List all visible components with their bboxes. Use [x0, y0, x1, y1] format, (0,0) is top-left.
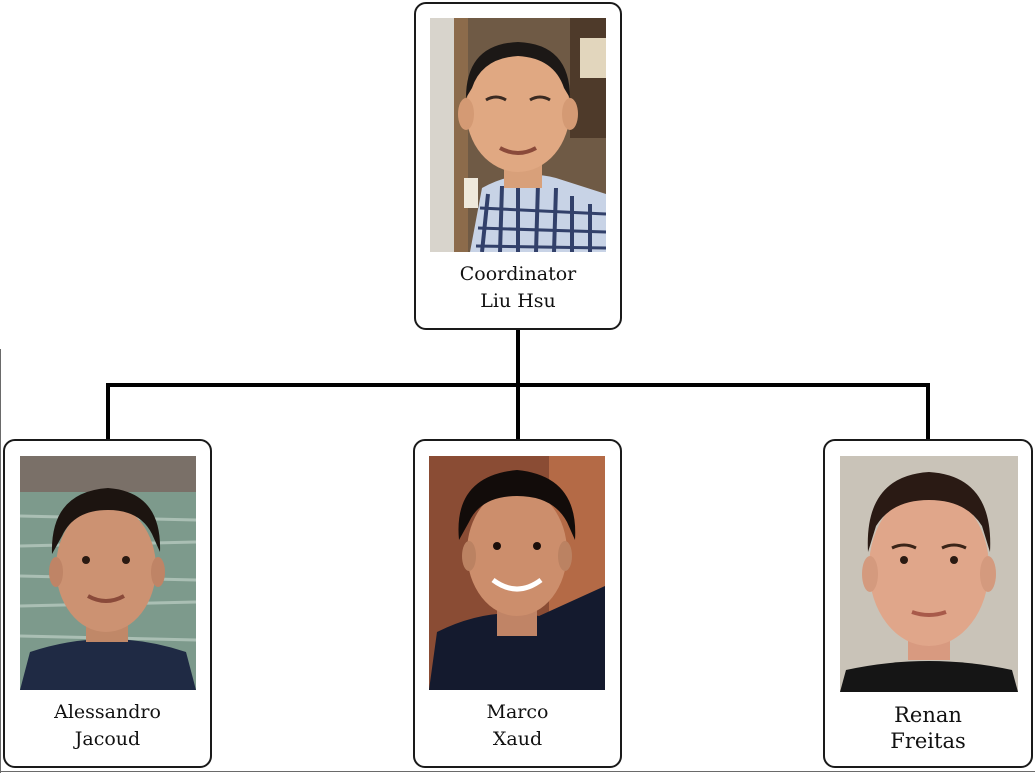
member-first-name: Alessandro	[54, 701, 161, 723]
member-photo-alessandro	[20, 456, 196, 690]
member-first-name: Marco	[486, 701, 549, 723]
member-last-name: Freitas	[890, 729, 966, 753]
member-caption-alessandro: Alessandro Jacoud	[5, 699, 210, 753]
member-caption-marco: Marco Xaud	[415, 699, 620, 753]
member-photo-marco	[429, 456, 605, 690]
frame-bottom-edge	[0, 771, 1035, 772]
member-card-renan: Renan Freitas	[823, 439, 1033, 768]
member-last-name: Xaud	[492, 728, 543, 750]
coordinator-photo	[430, 18, 606, 252]
member-first-name: Renan	[894, 703, 962, 727]
coordinator-card: Coordinator Liu Hsu	[414, 2, 622, 330]
coordinator-name: Liu Hsu	[480, 290, 556, 312]
member-last-name: Jacoud	[74, 728, 141, 750]
member-card-marco: Marco Xaud	[413, 439, 622, 768]
coordinator-role: Coordinator	[459, 263, 577, 285]
member-photo-renan	[840, 456, 1018, 692]
member-card-alessandro: Alessandro Jacoud	[3, 439, 212, 768]
coordinator-caption: Coordinator Liu Hsu	[416, 261, 620, 315]
member-caption-renan: Renan Freitas	[825, 702, 1031, 754]
frame-left-edge	[0, 349, 1, 773]
